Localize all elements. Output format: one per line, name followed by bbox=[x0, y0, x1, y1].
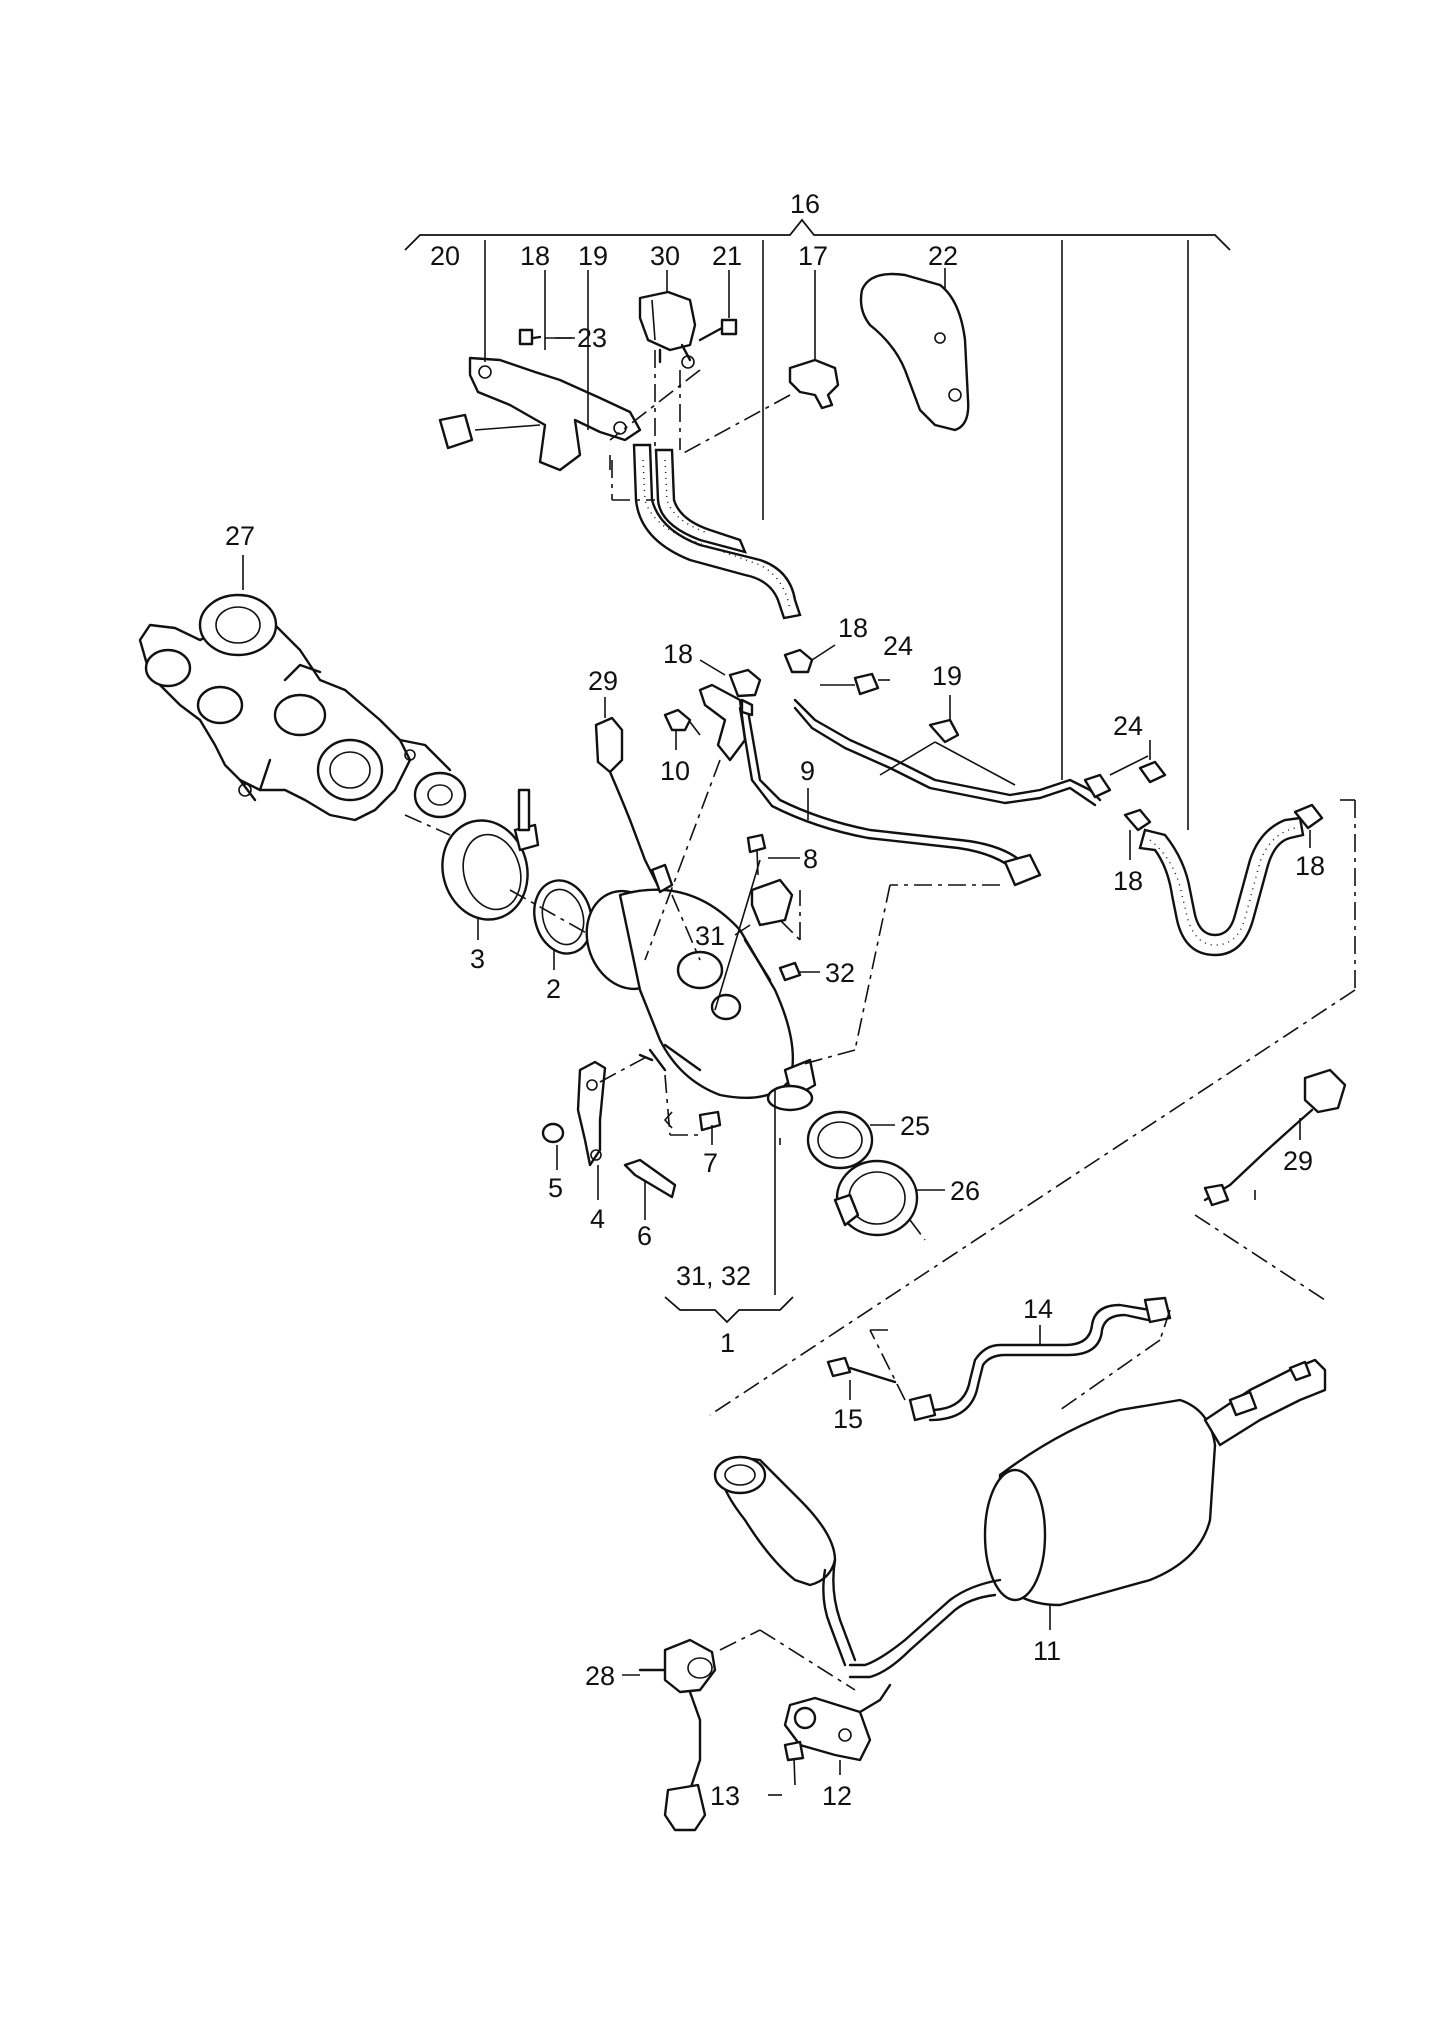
bolt-10 bbox=[644, 683, 747, 961]
bolt-8 bbox=[746, 833, 800, 876]
pressure-sensor-30 bbox=[609, 270, 738, 450]
lambda-sensor-29-lower bbox=[1194, 1068, 1347, 1301]
callout-18b: 18 bbox=[663, 639, 693, 669]
brace-group-1 bbox=[664, 1090, 794, 1324]
callout-29a: 29 bbox=[588, 666, 618, 696]
callout-11: 11 bbox=[1033, 1636, 1061, 1666]
temperature-sensor-28 bbox=[622, 1629, 856, 1832]
turbocharger-27 bbox=[138, 555, 467, 836]
clamp-18-right-lower bbox=[1123, 808, 1152, 860]
catalytic-converter-1 bbox=[585, 859, 817, 1129]
callout-24b: 24 bbox=[1113, 711, 1143, 741]
bolt-32 bbox=[778, 961, 820, 982]
callout-20: 20 bbox=[430, 241, 460, 271]
bracket-12 bbox=[783, 1683, 892, 1775]
callout-28: 28 bbox=[585, 1661, 615, 1691]
bolt-24-right bbox=[1109, 740, 1167, 784]
callout-14: 14 bbox=[1023, 1294, 1053, 1324]
callout-6: 6 bbox=[637, 1221, 652, 1251]
callout-10: 10 bbox=[660, 756, 690, 786]
bracket-assembly bbox=[438, 270, 642, 472]
callout-9: 9 bbox=[800, 756, 815, 786]
callout-22: 22 bbox=[928, 241, 958, 271]
callout-21: 21 bbox=[712, 241, 742, 271]
callout-18a: 18 bbox=[520, 241, 550, 271]
callout-8: 8 bbox=[803, 844, 818, 874]
brace-group-16 bbox=[404, 218, 1231, 830]
callout-26: 26 bbox=[950, 1176, 980, 1206]
vacuum-hose-right bbox=[709, 799, 1356, 1416]
pressure-pipe-14 bbox=[869, 1296, 1172, 1422]
nut-5 bbox=[541, 1122, 565, 1170]
label-leaders bbox=[555, 337, 1256, 1200]
callout-18c: 18 bbox=[838, 613, 868, 643]
bolt-15 bbox=[826, 1356, 897, 1400]
gasket-2 bbox=[509, 879, 593, 970]
callout-15: 15 bbox=[833, 1404, 863, 1434]
vacuum-hoses bbox=[611, 443, 802, 620]
callout-27: 27 bbox=[225, 521, 255, 551]
bolt-6 bbox=[623, 1158, 677, 1220]
callout-1: 1 bbox=[720, 1328, 735, 1358]
callout-31-32: 31, 32 bbox=[676, 1261, 751, 1291]
callout-3: 3 bbox=[470, 944, 485, 974]
lambda-sensor-29-upper bbox=[594, 697, 701, 961]
callout-32: 32 bbox=[825, 958, 855, 988]
callout-7: 7 bbox=[703, 1148, 718, 1178]
bracket-4 bbox=[576, 1054, 651, 1200]
clamp-26 bbox=[833, 1159, 945, 1241]
callout-5: 5 bbox=[548, 1173, 563, 1203]
bolt-13 bbox=[768, 1740, 805, 1796]
callout-2: 2 bbox=[546, 974, 561, 1004]
particulate-filter-11 bbox=[713, 1358, 1327, 1679]
callout-labels: 16 20 18 19 30 21 17 22 23 27 18 18 24 1… bbox=[225, 189, 1325, 1811]
callout-18d: 18 bbox=[1295, 851, 1325, 881]
heat-shield-22 bbox=[859, 268, 970, 432]
seal-25 bbox=[806, 1110, 895, 1170]
callout-24a: 24 bbox=[883, 631, 913, 661]
bolt-24-upper bbox=[820, 672, 890, 696]
clip-17 bbox=[679, 270, 840, 456]
bracket-31 bbox=[734, 878, 801, 941]
callout-16: 16 bbox=[790, 189, 820, 219]
callout-12: 12 bbox=[822, 1781, 852, 1811]
callout-30: 30 bbox=[650, 241, 680, 271]
callout-19b: 19 bbox=[932, 661, 962, 691]
callout-13: 13 bbox=[710, 1781, 740, 1811]
callout-23: 23 bbox=[577, 323, 607, 353]
callout-25: 25 bbox=[900, 1111, 930, 1141]
pressure-pipe-9 bbox=[738, 698, 1042, 1066]
callout-4: 4 bbox=[590, 1204, 605, 1234]
callout-29b: 29 bbox=[1283, 1146, 1313, 1176]
callout-17: 17 bbox=[798, 241, 828, 271]
pipe-bracket-19 bbox=[793, 695, 1112, 807]
callout-19a: 19 bbox=[578, 241, 608, 271]
callout-31: 31 bbox=[695, 921, 725, 951]
callout-18e: 18 bbox=[1113, 866, 1143, 896]
clamps-18-upper bbox=[699, 644, 836, 698]
clamp-3 bbox=[441, 788, 540, 940]
bolt-7 bbox=[664, 1074, 722, 1145]
